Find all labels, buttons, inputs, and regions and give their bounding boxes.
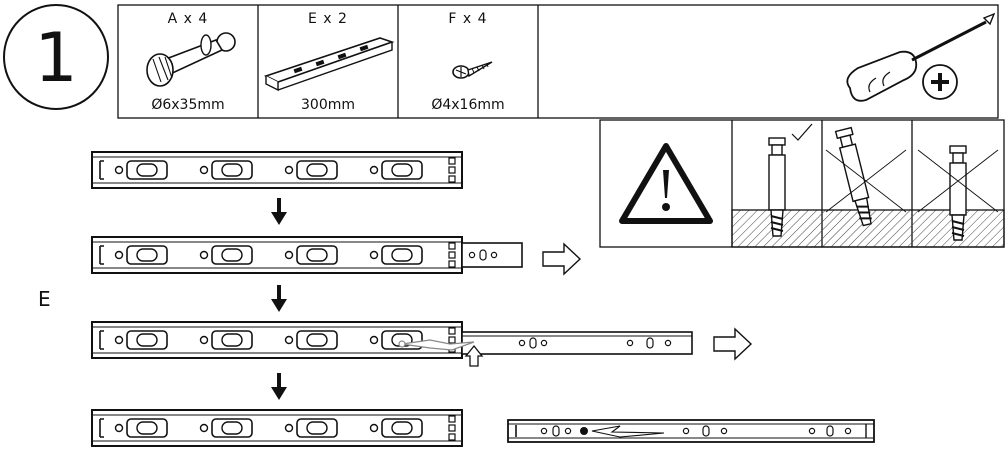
step-number: 1 [34, 19, 77, 98]
part-f-quantity: F x 4 [448, 11, 487, 27]
cross-icon [917, 149, 999, 213]
rail-stage-closed [92, 152, 462, 188]
step-badge: 1 [3, 4, 109, 110]
arrow-down-icon [271, 373, 287, 400]
tilted-insertion-figure [825, 126, 907, 227]
part-a-quantity: A x 4 [168, 11, 209, 27]
part-a-cell: A x 4 Ø6x35mm [146, 11, 236, 113]
screwdriver-icon [846, 12, 996, 102]
rail-stage-extended [92, 237, 523, 273]
checkmark-icon [791, 123, 813, 141]
rail-part-label: E [38, 287, 51, 311]
correct-insertion-figure [768, 123, 813, 237]
rail-stage-separated-outer [92, 410, 462, 446]
arrow-up-icon [464, 344, 484, 367]
shallow-insertion-figure [917, 145, 999, 241]
arrow-down-icon [271, 198, 287, 225]
parts-table [117, 4, 999, 119]
part-a-size: Ø6x35mm [151, 97, 224, 113]
cam-bolt-icon [146, 32, 236, 87]
release-lever [401, 339, 475, 351]
part-f-cell: F x 4 Ø4x16mm [431, 11, 504, 113]
arrow-right-icon [713, 327, 753, 361]
part-e-quantity: E x 2 [308, 11, 348, 27]
rail-stage-full-extension [92, 322, 693, 367]
part-e-length: 300mm [301, 97, 355, 113]
cross-icon [825, 149, 907, 213]
arrow-down-icon [271, 285, 287, 312]
part-e-cell: E x 2 300mm [263, 11, 395, 113]
part-f-size: Ø4x16mm [431, 97, 504, 113]
arrow-right-icon [542, 242, 582, 276]
warning-icon [619, 143, 713, 224]
phillips-head-icon [922, 64, 958, 100]
rail-part-icon [263, 37, 395, 92]
rail-stage-separated-inner [507, 419, 875, 443]
screw-icon [452, 61, 493, 79]
insertion-warning-panel [599, 119, 1005, 248]
